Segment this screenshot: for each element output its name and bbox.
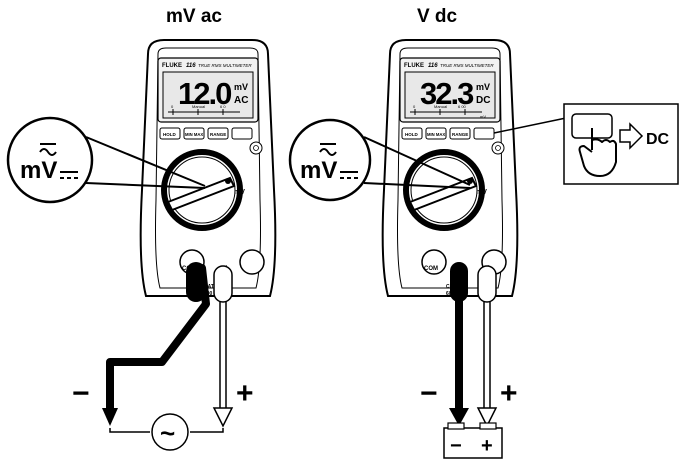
left-cat-rating: CAT xyxy=(204,284,214,290)
left-brand-label: FLUKE xyxy=(162,63,182,69)
battery-minus-label: − xyxy=(450,435,462,457)
ac-source-circuit: ~ − + xyxy=(72,377,254,451)
right-model-number: 116 xyxy=(428,63,438,69)
left-callout-ac-dc-symbol xyxy=(39,143,57,156)
left-lcd-unit-top: mV xyxy=(234,82,248,92)
right-bargraph-label-mv: mV xyxy=(480,114,486,119)
left-bargraph-label-60: 6 0 xyxy=(220,104,226,109)
dc-arrow-icon xyxy=(619,122,644,150)
left-multimeter: FLUKE 116 TRUE RMS MULTIMETER 12.0 mV AC… xyxy=(141,40,276,297)
left-test-leads xyxy=(102,262,234,428)
battery: − + − + xyxy=(420,377,518,459)
heading-mv-ac: mV ac xyxy=(166,6,222,27)
right-bargraph-label-0: 0 xyxy=(413,104,416,109)
right-multimeter: FLUKE 116 TRUE RMS MULTIMETER 32.3 mV DC… xyxy=(383,40,518,297)
left-lcd-reading: 12.0 xyxy=(178,76,231,111)
left-bargraph-label-0: 0 xyxy=(171,104,174,109)
right-test-leads xyxy=(449,262,498,428)
right-bargraph-label-manual: Manual xyxy=(434,104,447,109)
left-dial-mv-label: mV xyxy=(234,189,245,196)
left-hold-button[interactable]: HOLD xyxy=(163,132,176,137)
left-callout-mv-label: mV xyxy=(20,157,57,184)
ac-plus-label: + xyxy=(236,377,254,410)
left-lcd-unit-bottom: AC xyxy=(234,95,248,106)
right-lcd-unit-top: mV xyxy=(476,82,490,92)
right-range-button[interactable]: RANGE xyxy=(452,132,468,137)
left-model-number: 116 xyxy=(186,63,196,69)
right-callout-ac-dc-symbol xyxy=(319,143,337,156)
right-callout-mv-label: mV xyxy=(300,157,337,184)
right-jack-com-label: COM xyxy=(424,266,438,272)
ac-source-wave-glyph: ~ xyxy=(160,418,175,448)
left-minmax-button[interactable]: MIN MAX xyxy=(185,132,203,137)
battery-plus-label: + xyxy=(481,435,493,457)
left-cat-voltage: 600 V xyxy=(204,291,218,297)
right-mode-callout: mV xyxy=(288,118,471,202)
dc-callout-label: DC xyxy=(646,131,670,148)
left-model-caption: TRUE RMS MULTIMETER xyxy=(198,63,252,68)
dc-button-callout: DC xyxy=(493,103,679,185)
right-bargraph-label-600: 6 00 xyxy=(458,104,467,109)
left-bargraph-label-manual: Manual xyxy=(192,104,205,109)
left-range-button[interactable]: RANGE xyxy=(210,132,226,137)
ac-minus-label: − xyxy=(72,377,90,410)
dc-minus-label: − xyxy=(420,377,438,410)
pressing-finger-icon xyxy=(578,128,617,177)
right-model-caption: TRUE RMS MULTIMETER xyxy=(440,63,494,68)
right-minmax-button[interactable]: MIN MAX xyxy=(427,132,445,137)
left-mode-callout: mV xyxy=(6,116,206,204)
right-brand-label: FLUKE xyxy=(404,63,424,69)
dc-plus-label: + xyxy=(500,377,518,410)
heading-v-dc: V dc xyxy=(416,6,458,27)
right-lcd-reading: 32.3 xyxy=(420,76,474,111)
ac-source-symbol xyxy=(151,413,189,451)
right-lcd-unit-bottom: DC xyxy=(476,95,490,106)
right-hold-button[interactable]: HOLD xyxy=(405,132,418,137)
right-dial-mv-label: mV xyxy=(476,189,487,196)
